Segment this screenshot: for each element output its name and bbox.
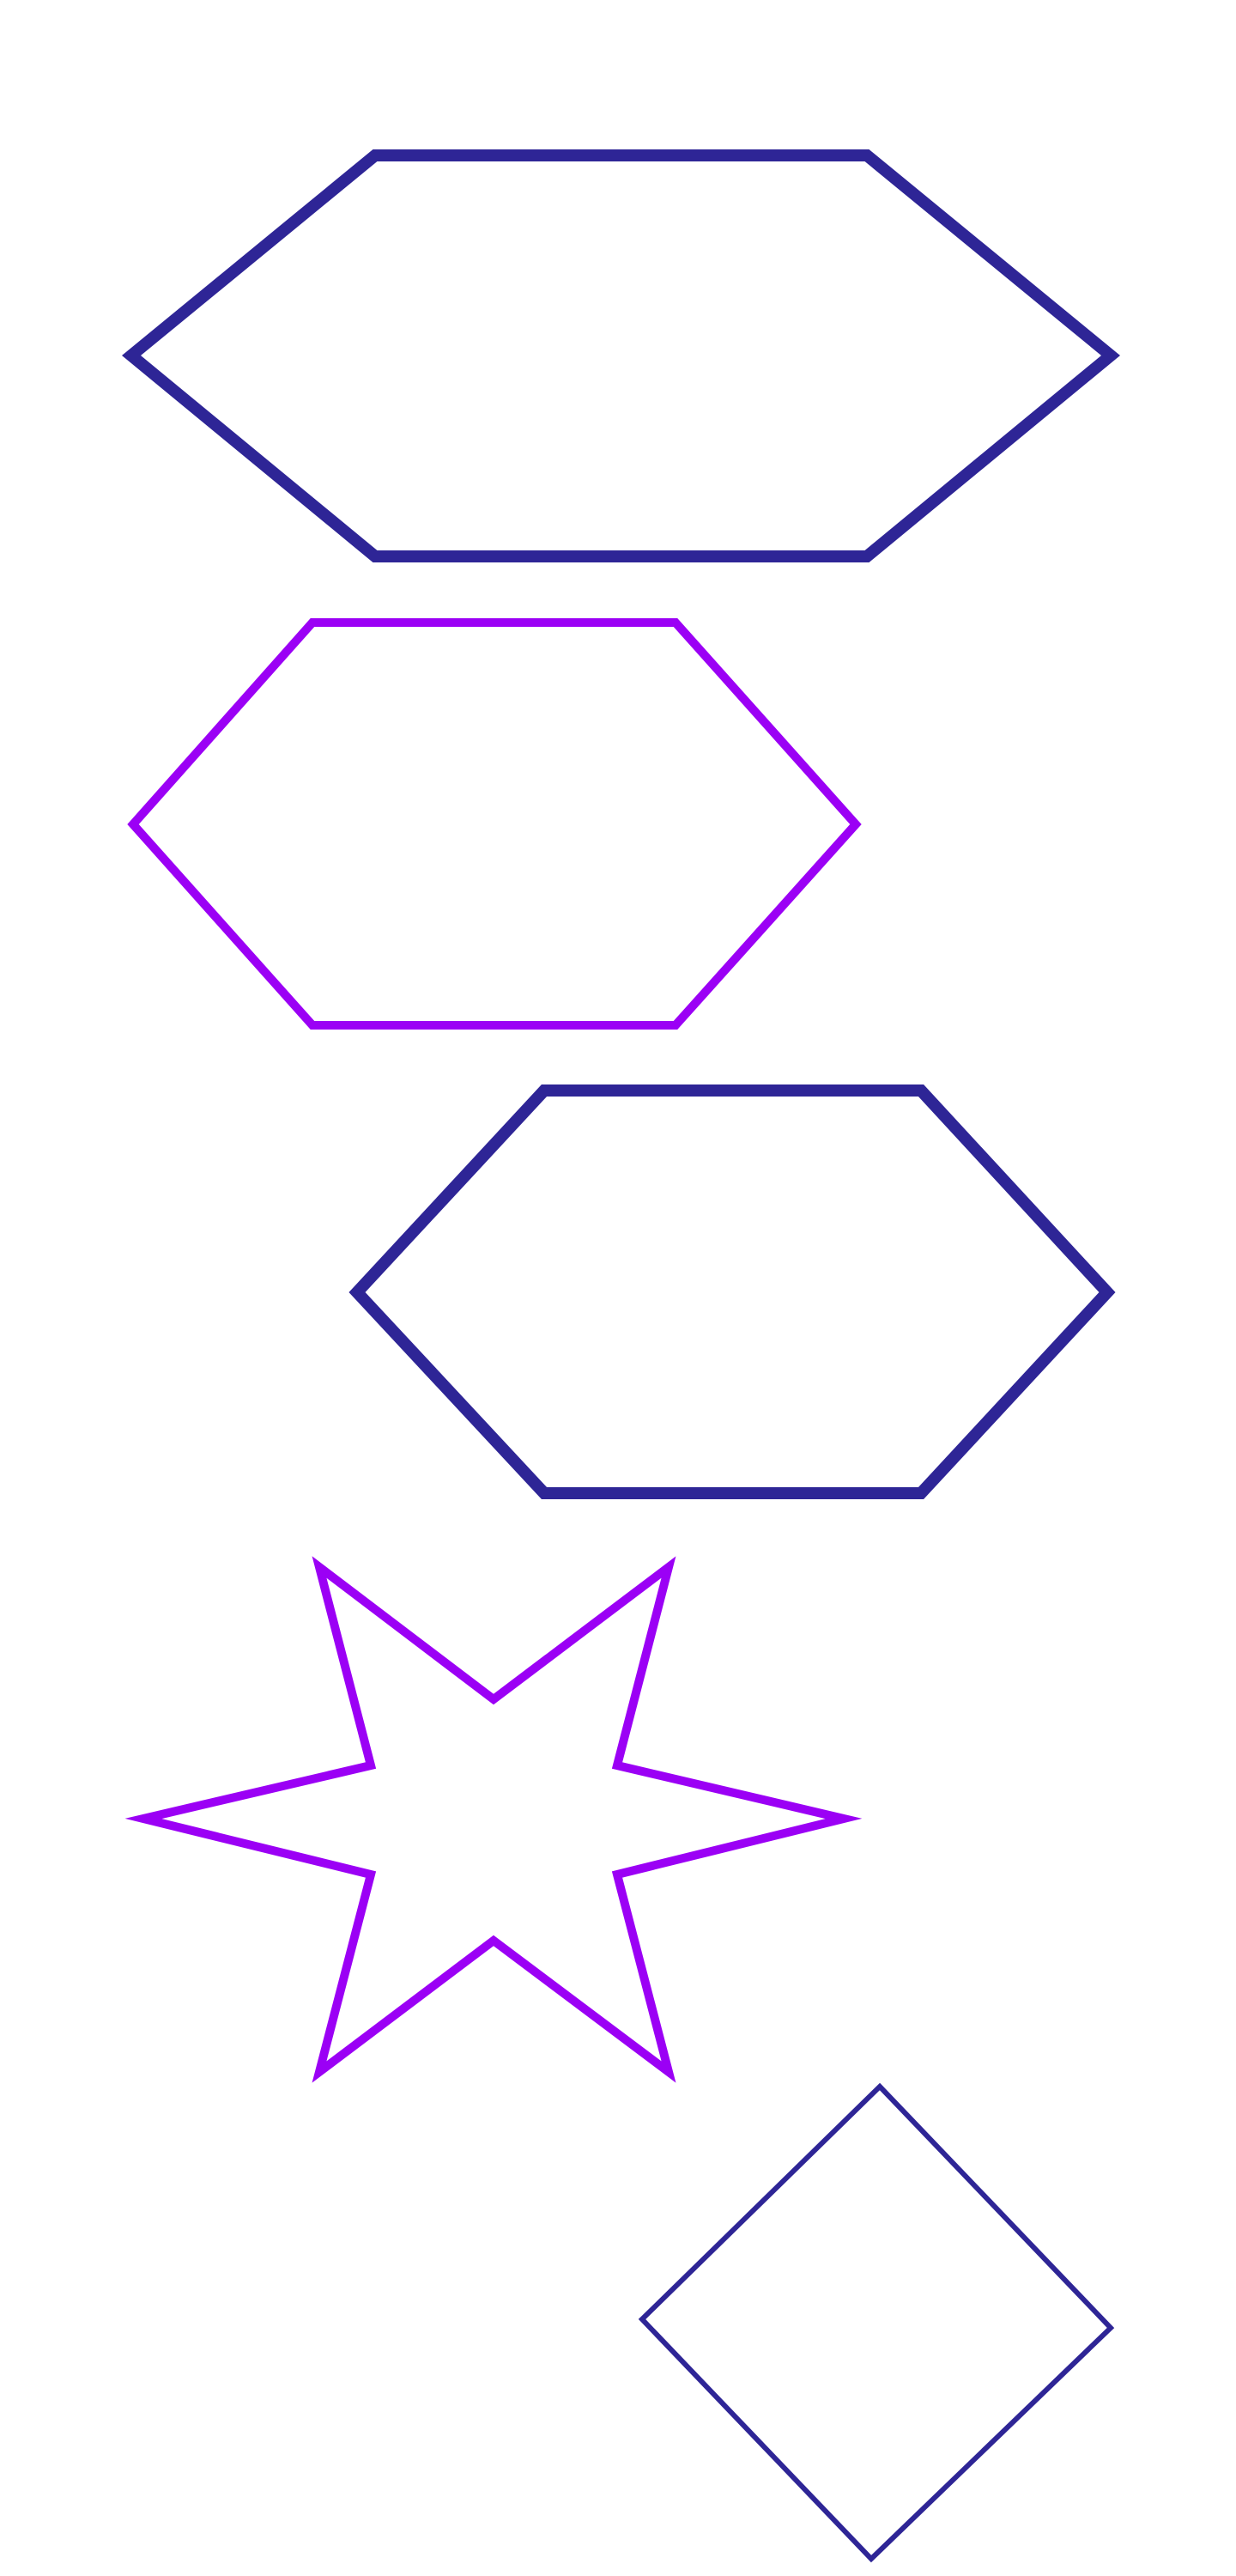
seven-point-star (124, 1556, 863, 2083)
hexagon-violet (127, 618, 862, 1030)
diamond (638, 2082, 1115, 2563)
hexagon-right (348, 1084, 1116, 1499)
hexagon-wide (121, 149, 1121, 562)
